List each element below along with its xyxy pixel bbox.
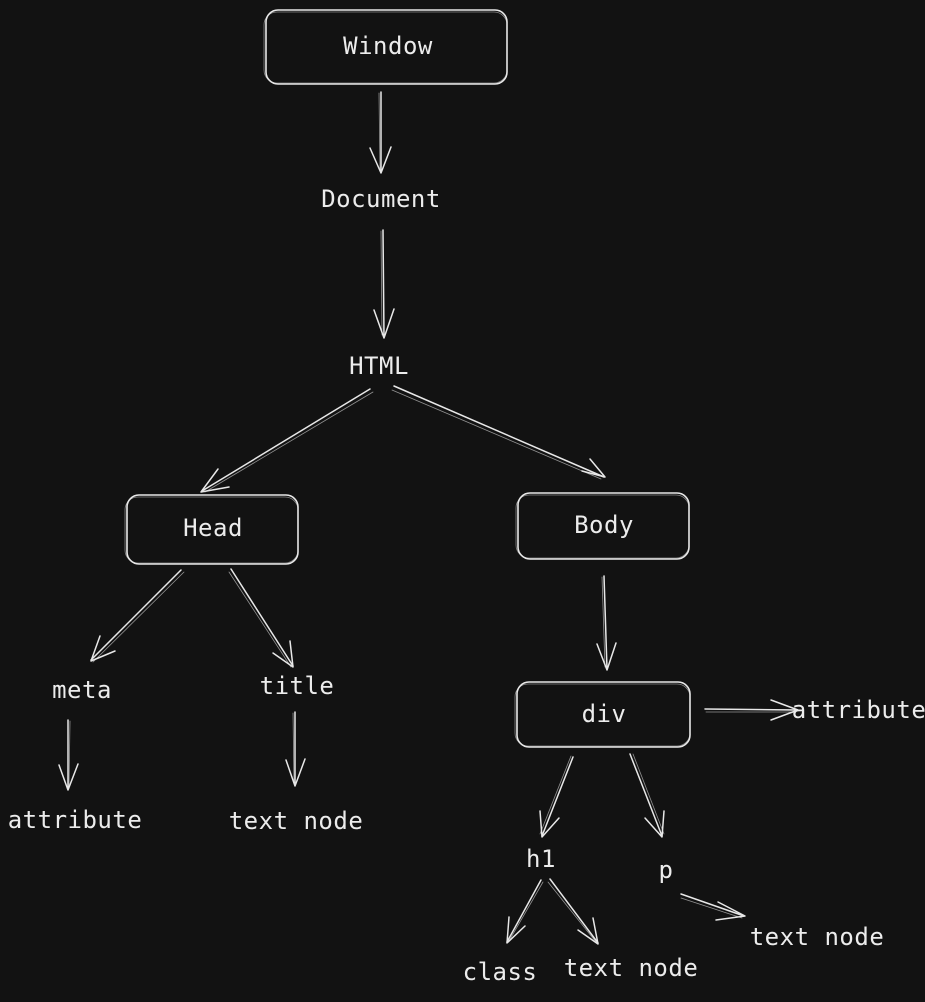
div-attribute-label: attribute [792, 696, 925, 724]
meta-label: meta [52, 676, 112, 704]
document-label: Document [321, 185, 441, 213]
p-text-node-label: text node [750, 923, 885, 951]
div-node: div [514, 681, 691, 748]
arrow-div-p [629, 753, 665, 838]
title-label: title [260, 672, 335, 700]
arrow-div-attribute [704, 699, 799, 721]
arrow-title-text-node [285, 711, 306, 787]
body-label: Body [574, 511, 634, 539]
arrow-h1-text-node [547, 878, 599, 945]
arrow-meta-attribute [58, 719, 79, 791]
arrow-head-meta [90, 569, 185, 663]
arrow-div-h1 [539, 755, 574, 838]
arrow-p-text-node [680, 893, 746, 921]
head-node: Head [124, 494, 299, 565]
body-node: Body [515, 492, 690, 560]
arrow-document-html [373, 229, 395, 339]
h1-label: h1 [526, 845, 556, 873]
html-label: HTML [349, 352, 409, 380]
window-node: Window [263, 9, 508, 85]
arrow-h1-class [506, 879, 544, 944]
arrow-html-body [391, 385, 606, 480]
h1-class-label: class [463, 958, 538, 986]
arrow-body-div [596, 575, 617, 671]
p-label: p [659, 856, 674, 884]
div-label: div [582, 700, 627, 728]
arrow-html-head [200, 388, 374, 493]
title-text-node-label: text node [229, 807, 364, 835]
meta-attribute-label: attribute [8, 806, 143, 834]
window-label: Window [343, 32, 433, 60]
arrow-head-title [228, 568, 294, 668]
arrow-window-document [369, 91, 392, 174]
head-label: Head [183, 514, 243, 542]
h1-text-node-label: text node [564, 954, 699, 982]
